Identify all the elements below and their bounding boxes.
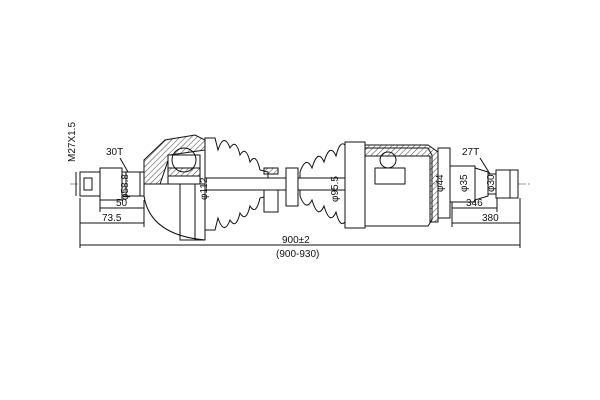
dimension-lines [75,157,521,248]
right-boot [299,143,346,225]
left-spline-length-label: 50 [116,198,128,209]
seal-diameter-label: φ44 [435,174,446,192]
left-stub-length-label: 73.5 [102,213,122,224]
right-splines-label: 27T [462,147,479,158]
right-shaft-diameter-label: φ35 [459,174,470,192]
right-stub [437,147,519,219]
left-boot [204,137,279,231]
overall-length-range-label: (900-930) [276,249,319,260]
left-joint-diameter-label: φ112 [199,177,210,200]
thread-spec-label: M27X1.5 [67,122,78,162]
left-splines-label: 30T [106,147,123,158]
left-stub [79,167,145,201]
left-spline-diameter-label: φ58.8 [120,174,131,200]
right-joint-diameter-label: φ95.5 [330,176,341,202]
right-stub-length-label: 380 [482,213,499,224]
right-spline-length-label: 346 [466,198,483,209]
right-spline-diameter-label: φ30 [486,174,497,192]
damper-ring [285,167,299,207]
left-cv-joint [143,134,206,241]
right-inner-joint [344,141,439,229]
overall-length-label: 900±2 [282,235,310,246]
